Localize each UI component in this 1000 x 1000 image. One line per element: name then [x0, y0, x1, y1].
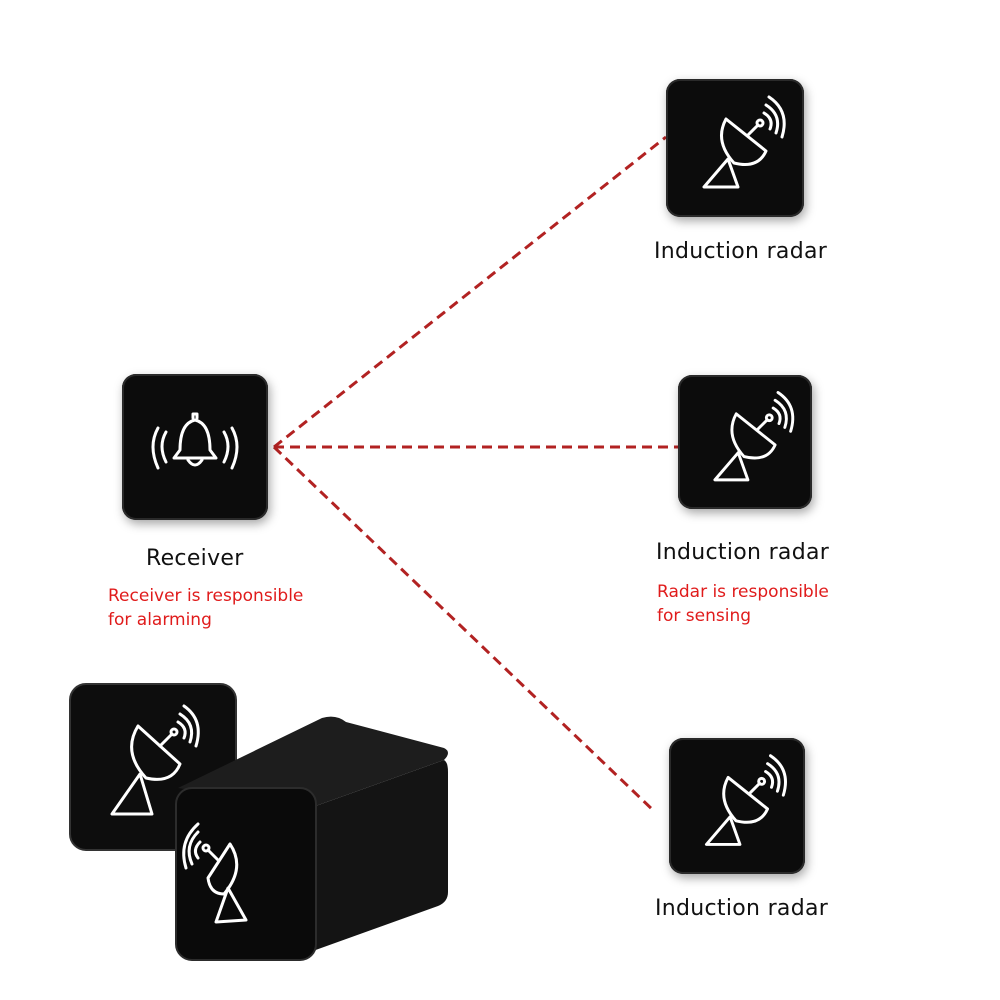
receiver-note: Receiver is responsible for alarming [108, 584, 303, 632]
satellite-dish-icon [713, 391, 795, 482]
link-receiver-radar-1 [273, 135, 667, 449]
link-receiver-radar-3 [272, 445, 657, 814]
satellite-dish-icon [704, 754, 787, 846]
radar-device-1 [666, 79, 804, 217]
radar-note-line-2: for sensing [657, 606, 752, 626]
cube-side-face [310, 760, 448, 952]
satellite-dish-icon [702, 95, 786, 189]
radar-note-line-1: Radar is responsible [657, 582, 829, 602]
cube-top-face [178, 716, 448, 808]
bell-ringing-icon [151, 412, 239, 470]
radar-note: Radar is responsible for sensing [657, 580, 829, 628]
radar-device-3 [669, 738, 805, 874]
receiver-device [122, 374, 268, 520]
satellite-dish-icon [110, 704, 200, 816]
product-photo [60, 680, 460, 980]
product-photo-graphic [69, 683, 448, 961]
cube-front-face [175, 787, 317, 961]
receiver-note-line-1: Receiver is responsible [108, 586, 304, 606]
radar-device-2 [678, 375, 812, 509]
radar-label-3: Induction radar [655, 896, 829, 921]
satellite-dish-icon [182, 822, 248, 924]
receiver-label: Receiver [146, 546, 244, 571]
receiver-note-line-2: for alarming [108, 610, 212, 630]
radar-label-2: Induction radar [656, 540, 830, 565]
radar-label-1: Induction radar [654, 239, 828, 264]
